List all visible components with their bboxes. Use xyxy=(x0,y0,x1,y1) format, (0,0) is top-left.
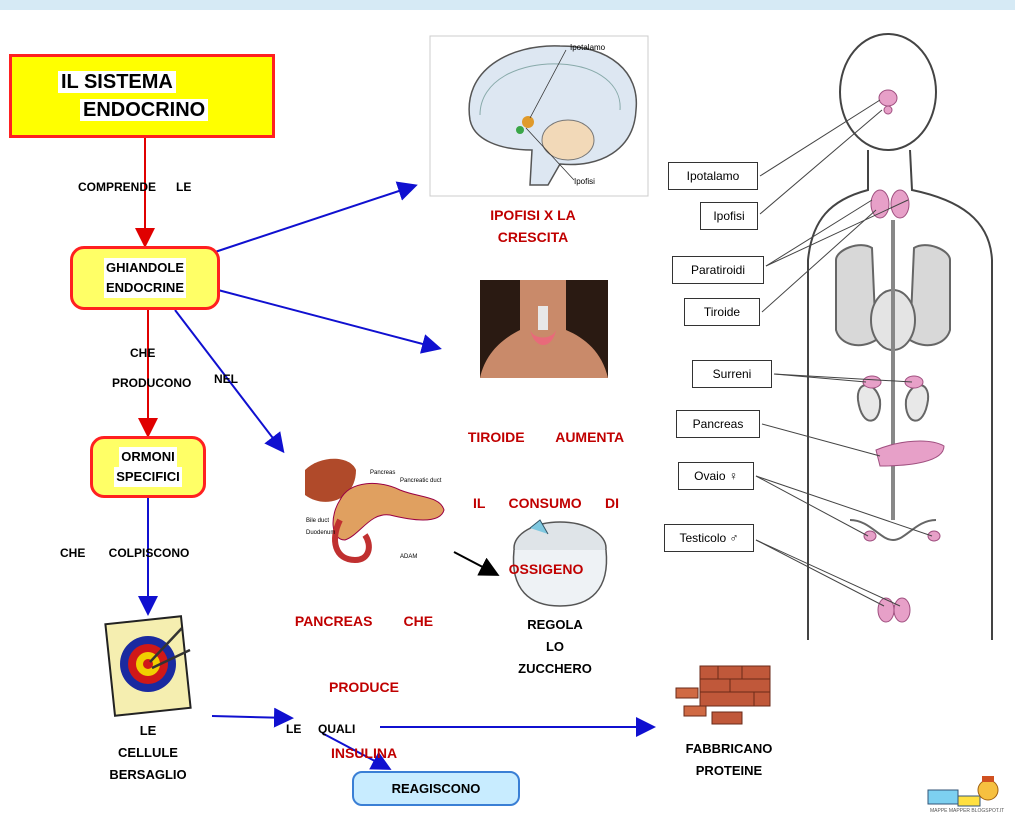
thyroid-photo xyxy=(480,280,608,378)
caption-regola-line3: ZUCCHERO xyxy=(500,658,610,680)
caption-pancreas-line1: PANCREAS CHE xyxy=(276,610,452,632)
link-che: CHE xyxy=(130,346,155,360)
organ-label-paratiroidi: Paratiroidi xyxy=(672,256,764,284)
link-nel: NEL xyxy=(214,372,238,386)
caption-ipofisi: IPOFISI X LA CRESCITA xyxy=(458,204,608,248)
caption-cellule: LE CELLULE BERSAGLIO xyxy=(90,720,206,786)
pancreatic-duct-label: Pancreatic duct xyxy=(400,478,442,484)
title-line1: IL SISTEMA xyxy=(58,71,176,93)
caption-pancreas-line3: INSULINA xyxy=(276,742,452,764)
caption-cellule-line3: BERSAGLIO xyxy=(90,764,206,786)
brain-label-ipotalamo: Ipotalamo xyxy=(570,43,606,52)
bile-duct-label: Bile duct xyxy=(306,518,329,524)
logo-text: MAPPE MAPPER BLOGSPOT.IT xyxy=(930,808,1004,814)
arrow-to-ipofisi xyxy=(215,186,414,252)
title-line2: ENDOCRINO xyxy=(80,99,208,121)
caption-ipofisi-line2: CRESCITA xyxy=(458,226,608,248)
organ-label-ipotalamo: Ipotalamo xyxy=(668,162,758,190)
caption-regola-line2: LO xyxy=(500,636,610,658)
link-che-colpiscono: CHE COLPISCONO xyxy=(60,546,189,560)
arrow-to-tiroide xyxy=(218,290,438,348)
brain-illustration xyxy=(430,36,648,196)
caption-cellule-line1: LE xyxy=(90,720,206,742)
caption-cellule-line2: CELLULE xyxy=(90,742,206,764)
ghiandole-box: GHIANDOLE ENDOCRINE xyxy=(70,246,220,310)
caption-pancreas: PANCREAS CHE PRODUCE INSULINA xyxy=(276,566,452,786)
caption-fabbricano-line1: FABBRICANO xyxy=(664,738,794,760)
ghiandole-line2: ENDOCRINE xyxy=(104,278,186,298)
ormoni-line1: ORMONI xyxy=(119,447,176,467)
caption-regola: REGOLA LO ZUCCHERO xyxy=(500,614,610,680)
caption-tiroide: TIROIDE AUMENTA IL CONSUMO DI OSSIGENO xyxy=(448,382,644,602)
caption-tiroide-line1: TIROIDE AUMENTA xyxy=(448,426,644,448)
link-comprende: COMPRENDE LE xyxy=(78,180,191,194)
caption-fabbricano: FABBRICANO PROTEINE xyxy=(664,738,794,782)
organ-label-tiroide: Tiroide xyxy=(684,298,760,326)
caption-regola-line1: REGOLA xyxy=(500,614,610,636)
caption-fabbricano-line2: PROTEINE xyxy=(664,760,794,782)
body-label-lines xyxy=(756,100,932,606)
logo-mascot xyxy=(928,776,998,806)
dartboard-illustration xyxy=(105,616,190,715)
pancreas-label: Pancreas xyxy=(370,470,395,476)
caption-tiroide-line2: IL CONSUMO DI xyxy=(448,492,644,514)
organ-label-testicolo: Testicolo ♂ xyxy=(664,524,754,552)
bricks-illustration xyxy=(676,666,770,724)
brain-label-ipofisi: Ipofisi xyxy=(574,177,595,186)
caption-tiroide-line3: OSSIGENO xyxy=(448,558,644,580)
body-illustration xyxy=(808,34,992,640)
body-glands xyxy=(863,90,944,622)
organ-label-surreni: Surreni xyxy=(692,360,772,388)
ormoni-line2: SPECIFICI xyxy=(114,467,182,487)
duodenum-label: Duodenum xyxy=(306,530,335,536)
organ-label-ipofisi: Ipofisi xyxy=(700,202,758,230)
link-producono: PRODUCONO xyxy=(112,376,191,390)
organ-label-pancreas: Pancreas xyxy=(676,410,760,438)
caption-pancreas-line2: PRODUCE xyxy=(276,676,452,698)
caption-ipofisi-line1: IPOFISI X LA xyxy=(458,204,608,226)
adam-label: ADAM xyxy=(400,554,417,560)
ghiandole-line1: GHIANDOLE xyxy=(104,258,186,278)
organ-label-ovaio: Ovaio ♀ xyxy=(678,462,754,490)
ormoni-box: ORMONI SPECIFICI xyxy=(90,436,206,498)
title-box: IL SISTEMA ENDOCRINO xyxy=(9,54,275,138)
